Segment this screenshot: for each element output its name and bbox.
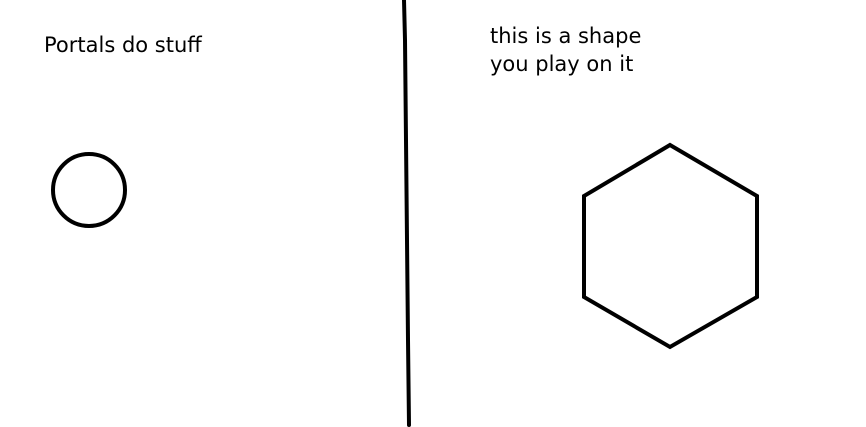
- shape-caption-line-1: this is a shape: [490, 24, 642, 48]
- hexagon-board-icon: [582, 142, 759, 350]
- divider-line: [402, 0, 411, 427]
- portals-caption: Portals do stuff: [44, 33, 202, 57]
- shape-caption: this is a shape you play on it: [490, 22, 641, 78]
- portal-circle-icon: [51, 152, 127, 228]
- shape-caption-line-2: you play on it: [490, 52, 634, 76]
